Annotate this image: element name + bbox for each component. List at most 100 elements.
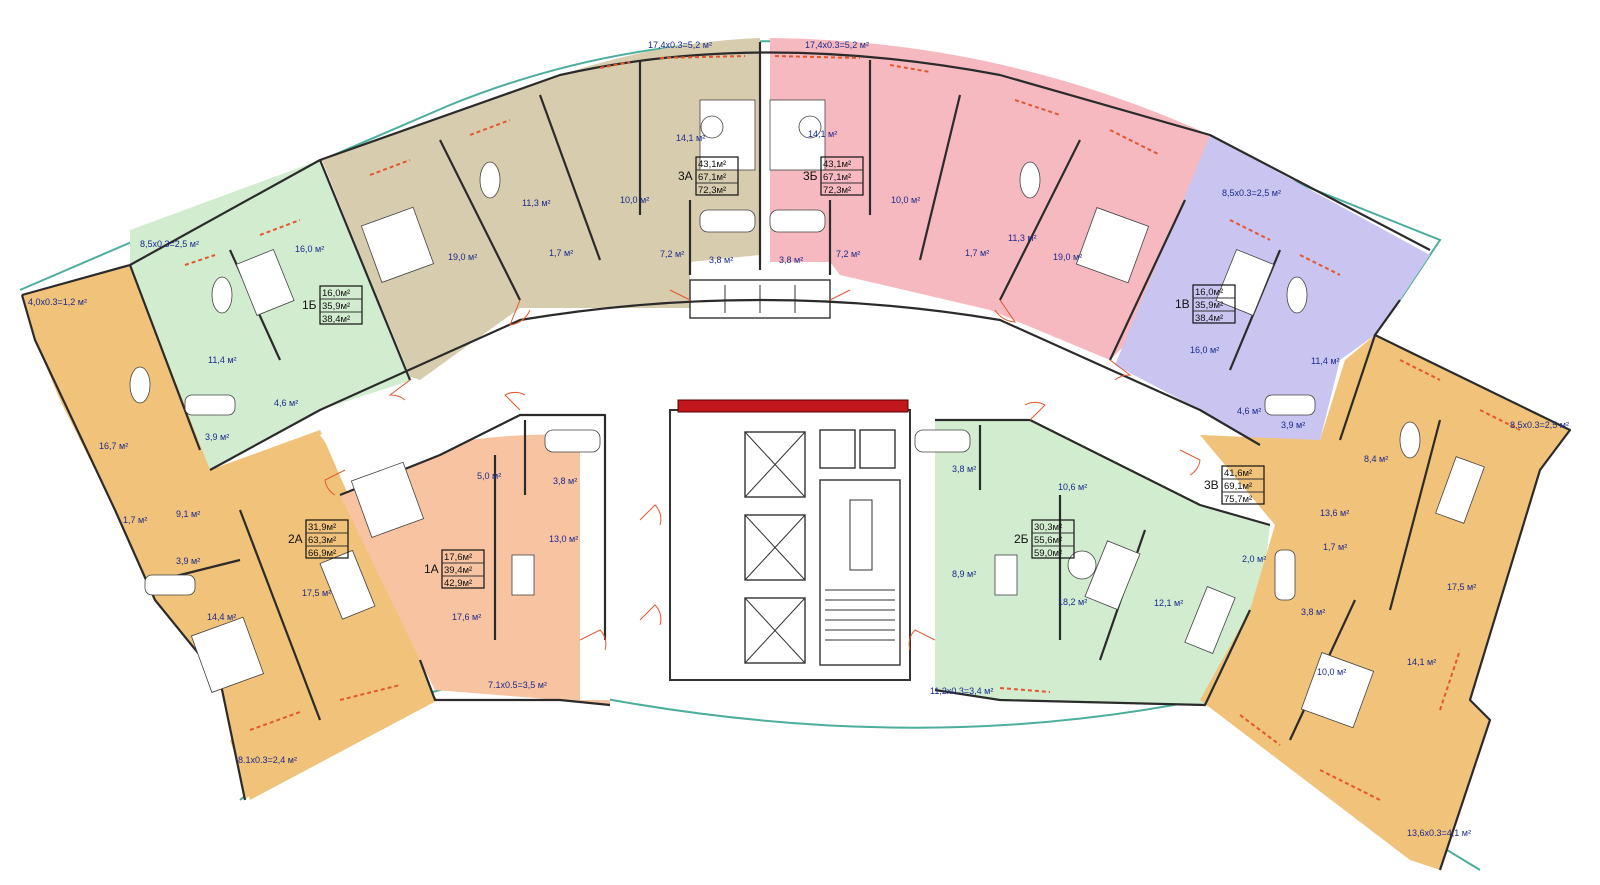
room-label: 11,3 м² bbox=[1008, 233, 1037, 243]
room-label: 3,8 м² bbox=[553, 476, 577, 486]
unit-3a-area-living: 43,1м² bbox=[698, 159, 726, 170]
unit-2a-code: 2А bbox=[288, 532, 303, 546]
unit-3a-box: 3А 43,1м² 67,1м² 72,3м² bbox=[678, 156, 739, 196]
unit-3b-box: 3Б 43,1м² 67,1м² 72,3м² bbox=[803, 156, 864, 196]
balcony-label: 8.1х0.3=2,4 м² bbox=[238, 755, 297, 765]
room-label: 3,8 м² bbox=[779, 255, 803, 265]
unit-2b-area-full: 59,0м² bbox=[1034, 548, 1062, 559]
unit-1b-area-living: 16,0м² bbox=[322, 288, 350, 299]
room-label: 16,7 м² bbox=[99, 441, 128, 451]
unit-1b-box: 1Б 16,0м² 35,9м² 38,4м² bbox=[302, 285, 363, 325]
unit-2a-area-living: 31,9м² bbox=[308, 522, 336, 533]
room-label: 1,7 м² bbox=[965, 248, 989, 258]
unit-3b-area-full: 72,3м² bbox=[823, 185, 851, 196]
unit-1a-area-full: 42,9м² bbox=[444, 578, 472, 589]
unit-3v-code: 3В bbox=[1204, 478, 1219, 492]
unit-2b-area-total: 55,6м² bbox=[1034, 535, 1062, 546]
room-label: 10,0 м² bbox=[1317, 667, 1346, 677]
room-label: 10,0 м² bbox=[620, 195, 649, 205]
unit-3b-area-total: 67,1м² bbox=[823, 172, 851, 183]
corridor bbox=[320, 310, 1200, 700]
inner-wall-curve bbox=[209, 298, 1261, 471]
unit-3a-code: 3А bbox=[678, 169, 693, 183]
apartment-1b-zone[interactable] bbox=[130, 160, 412, 470]
unit-2a-box: 2А 31,9м² 63,3м² 66,9м² bbox=[288, 519, 349, 559]
unit-3v-area-full: 75,7м² bbox=[1224, 494, 1252, 505]
room-label: 1,7 м² bbox=[1323, 542, 1347, 552]
balcony-label: 11,2х0.3=3,4 м² bbox=[930, 686, 993, 696]
room-label: 3,9 м² bbox=[176, 556, 200, 566]
unit-1v-box: 1В 16,0м² 35,9м² 38,4м² bbox=[1175, 284, 1236, 324]
apartment-2a-zone[interactable] bbox=[22, 265, 435, 800]
unit-2b-code: 2Б bbox=[1014, 532, 1029, 546]
unit-1b-area-total: 35,9м² bbox=[322, 301, 350, 312]
apartment-3b-zone[interactable] bbox=[770, 38, 1210, 360]
ventilation-shaft-right bbox=[859, 429, 896, 469]
inner-wall-lower bbox=[339, 413, 607, 640]
windows bbox=[184, 55, 1521, 801]
unit-1b-code: 1Б bbox=[302, 298, 317, 312]
balcony-label: 17,4х0.3=5,2 м² bbox=[805, 40, 869, 50]
room-label: 11,4 м² bbox=[1311, 356, 1340, 366]
balcony-label: 7.1х0.5=3,5 м² bbox=[488, 680, 547, 690]
unit-3b-code: 3Б bbox=[803, 169, 818, 183]
balcony-label: 8,5х0.3=2,5 м² bbox=[1222, 188, 1281, 198]
room-label: 16,0 м² bbox=[1190, 345, 1219, 355]
room-label: 4,6 м² bbox=[1237, 406, 1261, 416]
room-label: 13,0 м² bbox=[549, 534, 578, 544]
room-label: 2,0 м² bbox=[1242, 554, 1266, 564]
room-label: 3,8 м² bbox=[952, 464, 976, 474]
unit-3b-area-living: 43,1м² bbox=[823, 159, 851, 170]
unit-1v-area-living: 16,0м² bbox=[1195, 287, 1223, 298]
room-label: 14,1 м² bbox=[808, 129, 837, 139]
room-label: 16,0 м² bbox=[295, 244, 324, 254]
room-label: 13,6 м² bbox=[1320, 508, 1349, 518]
room-label: 7,2 м² bbox=[660, 249, 684, 259]
unit-1a-box: 1А 17,6м² 39,4м² 42,9м² bbox=[424, 549, 485, 589]
room-label: 8,4 м² bbox=[1364, 454, 1388, 464]
unit-3v-area-living: 41,6м² bbox=[1224, 468, 1252, 479]
room-label: 3,9 м² bbox=[205, 432, 229, 442]
room-label: 14,1 м² bbox=[1407, 657, 1436, 667]
outer-wall-left bbox=[20, 294, 247, 801]
unit-1v-code: 1В bbox=[1175, 297, 1190, 311]
room-label: 18,2 м² bbox=[1058, 597, 1087, 607]
room-label: 10,6 м² bbox=[1058, 482, 1087, 492]
elevator-shafts bbox=[744, 431, 806, 664]
furniture bbox=[129, 99, 1485, 729]
staircase bbox=[819, 479, 901, 666]
apartment-1v-zone[interactable] bbox=[1115, 135, 1430, 445]
room-label: 17,6 м² bbox=[452, 612, 481, 622]
room-label: 9,1 м² bbox=[176, 509, 200, 519]
room-label: 11,3 м² bbox=[522, 198, 551, 208]
room-label: 1,7 м² bbox=[123, 515, 147, 525]
unit-3v-box: 3В 41,6м² 69,1м² 75,7м² bbox=[1204, 465, 1265, 505]
room-label: 3,8 м² bbox=[1301, 607, 1325, 617]
unit-1a-area-total: 39,4м² bbox=[444, 565, 472, 576]
unit-3a-area-full: 72,3м² bbox=[698, 185, 726, 196]
inner-wall-lower-right bbox=[935, 418, 1271, 527]
unit-2b-box: 2Б 30,3м² 55,6м² 59,0м² bbox=[1014, 519, 1075, 559]
room-label: 8,9 м² bbox=[952, 569, 976, 579]
room-label: 14,1 м² bbox=[676, 133, 705, 143]
room-label: 19,0 м² bbox=[448, 252, 477, 262]
unit-2a-area-full: 66,9м² bbox=[308, 548, 336, 559]
balcony-label: 8,5х0.3=2,5 м² bbox=[1510, 420, 1569, 430]
room-label: 11,4 м² bbox=[208, 355, 237, 365]
room-label: 7,2 м² bbox=[836, 249, 860, 259]
doors bbox=[324, 289, 1201, 651]
room-label: 14,4 м² bbox=[207, 612, 236, 622]
room-label: 10,0 м² bbox=[891, 195, 920, 205]
unit-3v-area-total: 69,1м² bbox=[1224, 481, 1252, 492]
apartment-3a-zone[interactable] bbox=[322, 38, 760, 380]
balcony-label: 8,5х0.3=2,5 м² bbox=[140, 239, 199, 249]
unit-2b-area-living: 30,3м² bbox=[1034, 522, 1062, 533]
room-label: 17,5 м² bbox=[1447, 582, 1476, 592]
room-label: 5,0 м² bbox=[477, 471, 501, 481]
unit-2a-area-total: 63,3м² bbox=[308, 535, 336, 546]
ventilation-shaft-left bbox=[819, 429, 856, 469]
unit-1a-area-living: 17,6м² bbox=[444, 552, 472, 563]
unit-1b-area-full: 38,4м² bbox=[322, 314, 350, 325]
outer-wall-bottom bbox=[418, 609, 1251, 707]
